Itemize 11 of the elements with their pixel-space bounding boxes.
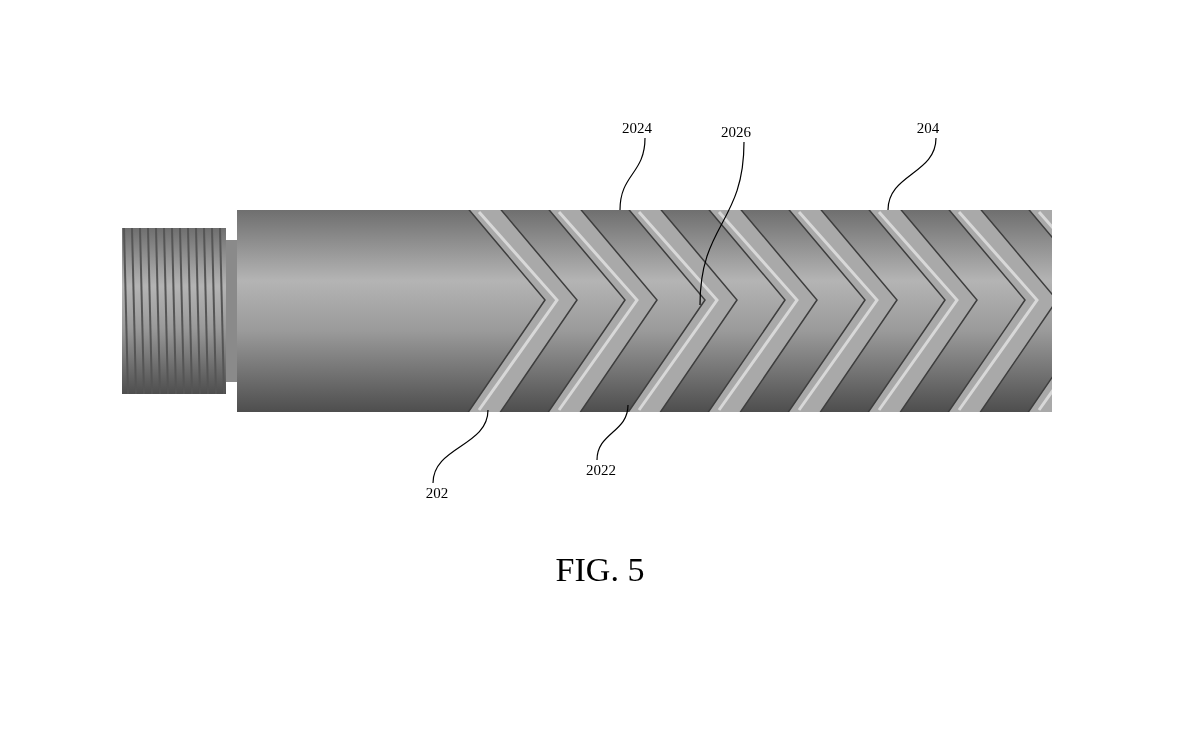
leader-line [432, 409, 489, 484]
leader-line [699, 141, 745, 306]
leader-line [887, 137, 937, 211]
leader-line [596, 404, 629, 461]
callout-number: 2026 [721, 122, 751, 142]
leader-line [619, 137, 646, 211]
figure-caption: FIG. 5 [555, 550, 645, 590]
callout-number: 2022 [586, 460, 616, 480]
callout-number: 202 [425, 483, 449, 503]
callout-number: 2024 [622, 118, 652, 138]
callout-number: 204 [916, 118, 940, 138]
